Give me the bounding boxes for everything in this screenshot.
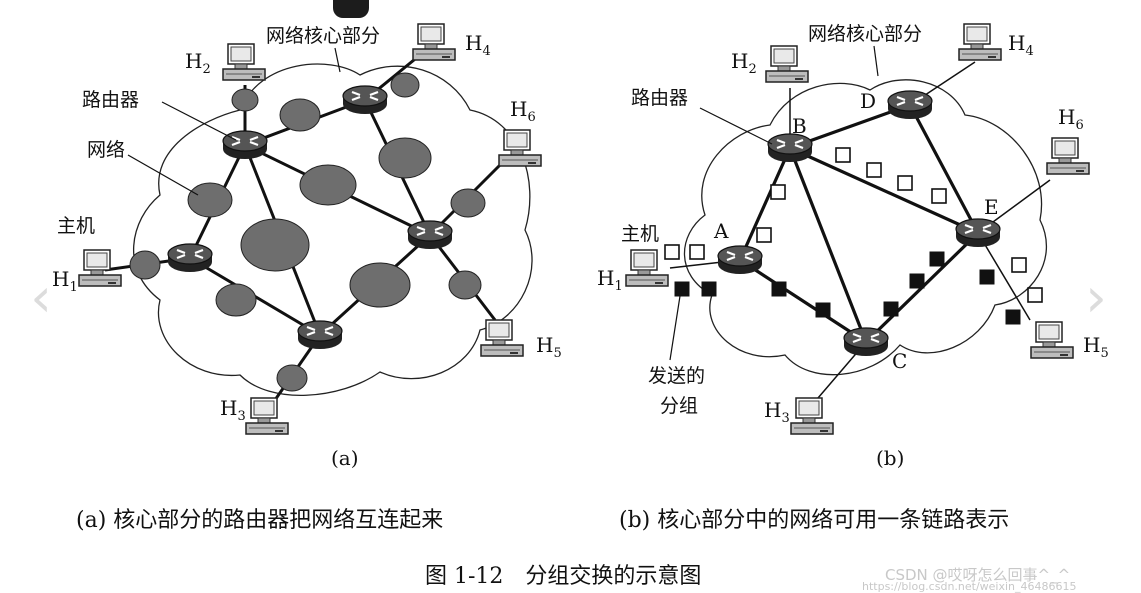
packet	[664, 244, 680, 260]
packet	[883, 301, 899, 317]
router-icon	[954, 218, 1002, 248]
panel-a-caption: (a) 核心部分的路由器把网络互连起来	[76, 508, 443, 533]
packet	[835, 147, 851, 163]
host-computer-icon	[625, 249, 669, 287]
router-label-b: 路由器	[631, 87, 688, 109]
watermark-url: https://blog.csdn.net/weixin_46486615	[862, 580, 1077, 593]
node-e-label: E	[984, 195, 999, 219]
host-h3-label: H3	[220, 396, 246, 424]
packet	[1011, 257, 1027, 273]
host-h5-label-b: H5	[1083, 333, 1109, 361]
host-h6-label-b: H6	[1058, 105, 1084, 133]
router-icon	[886, 90, 934, 120]
panel-a: 网络核心部分 路由器 网络 主机 H1 H2 H3 H4 H5 H6 (a) (…	[52, 23, 562, 533]
host-h5-label: H5	[536, 333, 562, 361]
host-computer-icon	[412, 23, 456, 61]
router-icon	[221, 130, 269, 160]
packets-black	[674, 251, 1021, 325]
packet	[701, 281, 717, 297]
network-blob	[187, 182, 233, 218]
host-h4-label-b: H4	[1008, 31, 1034, 59]
host-computer-icon	[245, 397, 289, 435]
network-blob	[215, 283, 257, 317]
packet	[909, 273, 925, 289]
host-computer-icon	[480, 319, 524, 357]
host-h1-label: H1	[52, 267, 78, 295]
packets-white	[664, 147, 1043, 303]
network-blob	[450, 188, 486, 218]
networks-a	[129, 72, 486, 392]
router-icon	[406, 220, 454, 250]
router-icon	[166, 243, 214, 273]
network-blob	[448, 270, 482, 300]
router-icon	[716, 245, 764, 275]
chevron-right-icon[interactable]: ›	[1085, 266, 1107, 329]
host-h4-label: H4	[465, 31, 491, 59]
host-h1-label-b: H1	[597, 266, 623, 294]
packet	[771, 281, 787, 297]
node-a-label: A	[713, 219, 729, 243]
figure-title: 图 1-12 分组交换的示意图	[425, 564, 701, 589]
packet	[689, 244, 705, 260]
host-computer-icon	[1046, 137, 1090, 175]
packet	[979, 269, 995, 285]
router-icon	[766, 133, 814, 163]
watermark: CSDN @哎呀怎么回事^_^	[885, 566, 1070, 585]
network-blob	[231, 88, 259, 112]
pointer-lines-b	[669, 45, 879, 361]
packet	[931, 188, 947, 204]
host-label: 主机	[57, 215, 95, 237]
node-c-label: C	[892, 349, 907, 373]
host-computer-icon	[1030, 321, 1074, 359]
packet	[1005, 309, 1021, 325]
network-blob	[390, 72, 420, 98]
panel-a-tag: (a)	[331, 446, 359, 470]
pointer-lines-a	[127, 47, 341, 196]
send-label-line1: 发送的	[648, 365, 705, 387]
host-computer-icon	[790, 397, 834, 435]
router-label: 路由器	[82, 89, 139, 111]
network-blob	[276, 364, 308, 392]
packet	[756, 227, 772, 243]
host-label-b: 主机	[621, 223, 659, 245]
host-h2-label: H2	[185, 49, 211, 77]
menu-toggle-icon[interactable]	[333, 0, 369, 18]
host-h6-label: H6	[510, 97, 536, 125]
router-icon	[296, 320, 344, 350]
network-label: 网络	[87, 139, 125, 161]
network-blob	[378, 137, 432, 179]
chevron-left-icon[interactable]: ‹	[30, 266, 52, 329]
packet	[770, 184, 786, 200]
network-blob	[240, 218, 310, 272]
panel-b-tag: (b)	[876, 446, 904, 470]
packet	[1027, 287, 1043, 303]
packet	[866, 162, 882, 178]
packet	[674, 281, 690, 297]
packet	[815, 302, 831, 318]
host-computer-icon	[958, 23, 1002, 61]
packet	[897, 175, 913, 191]
host-computer-icon	[222, 43, 266, 81]
panel-b-caption: (b) 核心部分中的网络可用一条链路表示	[619, 508, 1009, 533]
network-blob	[129, 250, 161, 280]
network-blob	[299, 164, 357, 206]
network-blob	[279, 98, 321, 132]
packet	[929, 251, 945, 267]
host-h3-label-b: H3	[764, 398, 790, 426]
core-label: 网络核心部分	[266, 25, 380, 47]
router-icon	[341, 85, 389, 115]
node-b-label: B	[792, 114, 807, 138]
network-blob	[349, 262, 411, 308]
host-h2-label-b: H2	[731, 49, 757, 77]
send-label-line2: 分组	[660, 395, 698, 417]
core-label-b: 网络核心部分	[808, 23, 922, 45]
host-computer-icon	[498, 129, 542, 167]
router-icon	[842, 327, 890, 357]
panel-b: 网络核心部分 路由器 主机 发送的 分组 A B C D E H1 H2 H3 …	[597, 23, 1109, 533]
node-d-label: D	[860, 89, 876, 113]
host-computer-icon	[765, 45, 809, 83]
